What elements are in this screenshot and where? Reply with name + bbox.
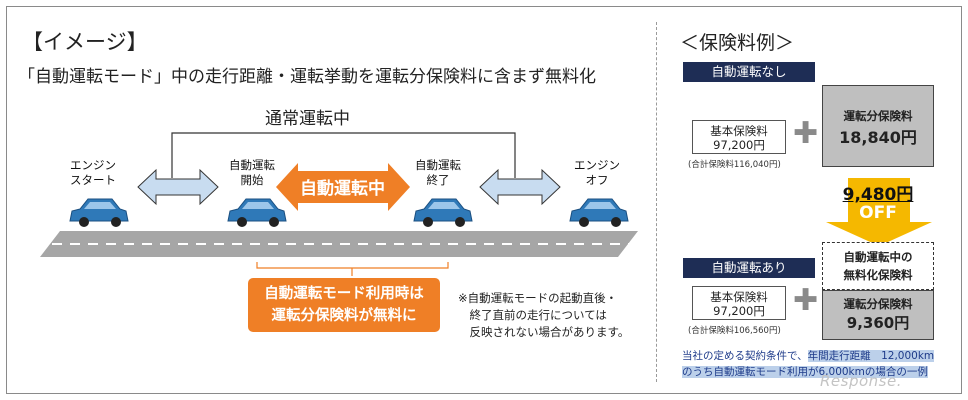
car-auto-start [227,198,287,227]
normal-driving-label: 通常運転中 [265,109,350,129]
driving-premium-value-without: 18,840円 [839,128,917,147]
car-auto-end [413,198,473,227]
discount-amount: 9,480円 [842,185,914,205]
plus-icon: ✚ [793,116,819,151]
image-heading: 【イメージ】 [22,30,148,54]
label-engine-off: エンジンオフ [574,158,620,187]
car-engine-off [569,198,629,227]
example-heading: ＜保険料例＞ [680,32,795,54]
case-without-label: 自動運転なし [683,62,815,82]
free-callout-box [248,278,440,332]
base-premium-box-with: 基本保険料 97,200円 [692,286,786,320]
auto-driving-arrow [276,163,410,211]
normal-driving-bracket [171,132,516,178]
plus-icon: ✚ [793,283,819,318]
contract-condition: 当社の定める契約条件で、年間走行距離 12,000km のうち自動運転モード利用… [682,350,935,378]
watermark: Response. [820,372,902,390]
auto-driving-label: 自動運転中 [300,179,385,199]
arrow-right-double [479,168,561,206]
total-premium-without: (合計保険料116,040円) [688,160,781,170]
road [40,231,638,257]
label-engine-start: エンジンスタート [70,158,116,187]
footnote: ※自動運転モードの起動直後・ 終了直前の走行については 反映されない場合がありま… [458,291,630,339]
total-premium-with: (合計保険料106,560円) [688,326,781,336]
free-callout-text: 自動運転モード利用時は運転分保険料が無料に [264,286,424,324]
diagram-subtitle: 「自動運転モード」中の走行距離・運転挙動を運転分保険料に含まず無料化 [18,67,596,87]
driving-premium-label-without: 運転分保険料 [843,109,913,123]
discount-arrow [826,178,932,246]
arrow-left-double [137,168,219,206]
free-premium-box [822,242,934,290]
base-premium-box-without: 基本保険料 97,200円 [692,120,786,154]
discount-off: OFF [859,203,897,223]
driving-premium-box-without [822,85,934,167]
free-premium-label: 自動運転中の無料化保険料 [843,250,913,282]
label-auto-end: 自動運転終了 [415,158,461,187]
driving-premium-value-with: 9,360円 [846,314,910,332]
car-engine-start [69,198,129,227]
section-divider [656,22,657,382]
driving-premium-box-with [822,290,934,340]
free-bracket [256,262,449,276]
case-with-label: 自動運転あり [683,258,815,278]
label-auto-start: 自動運転開始 [229,158,275,187]
outer-frame [6,6,962,394]
driving-premium-label-with: 運転分保険料 [843,297,913,311]
